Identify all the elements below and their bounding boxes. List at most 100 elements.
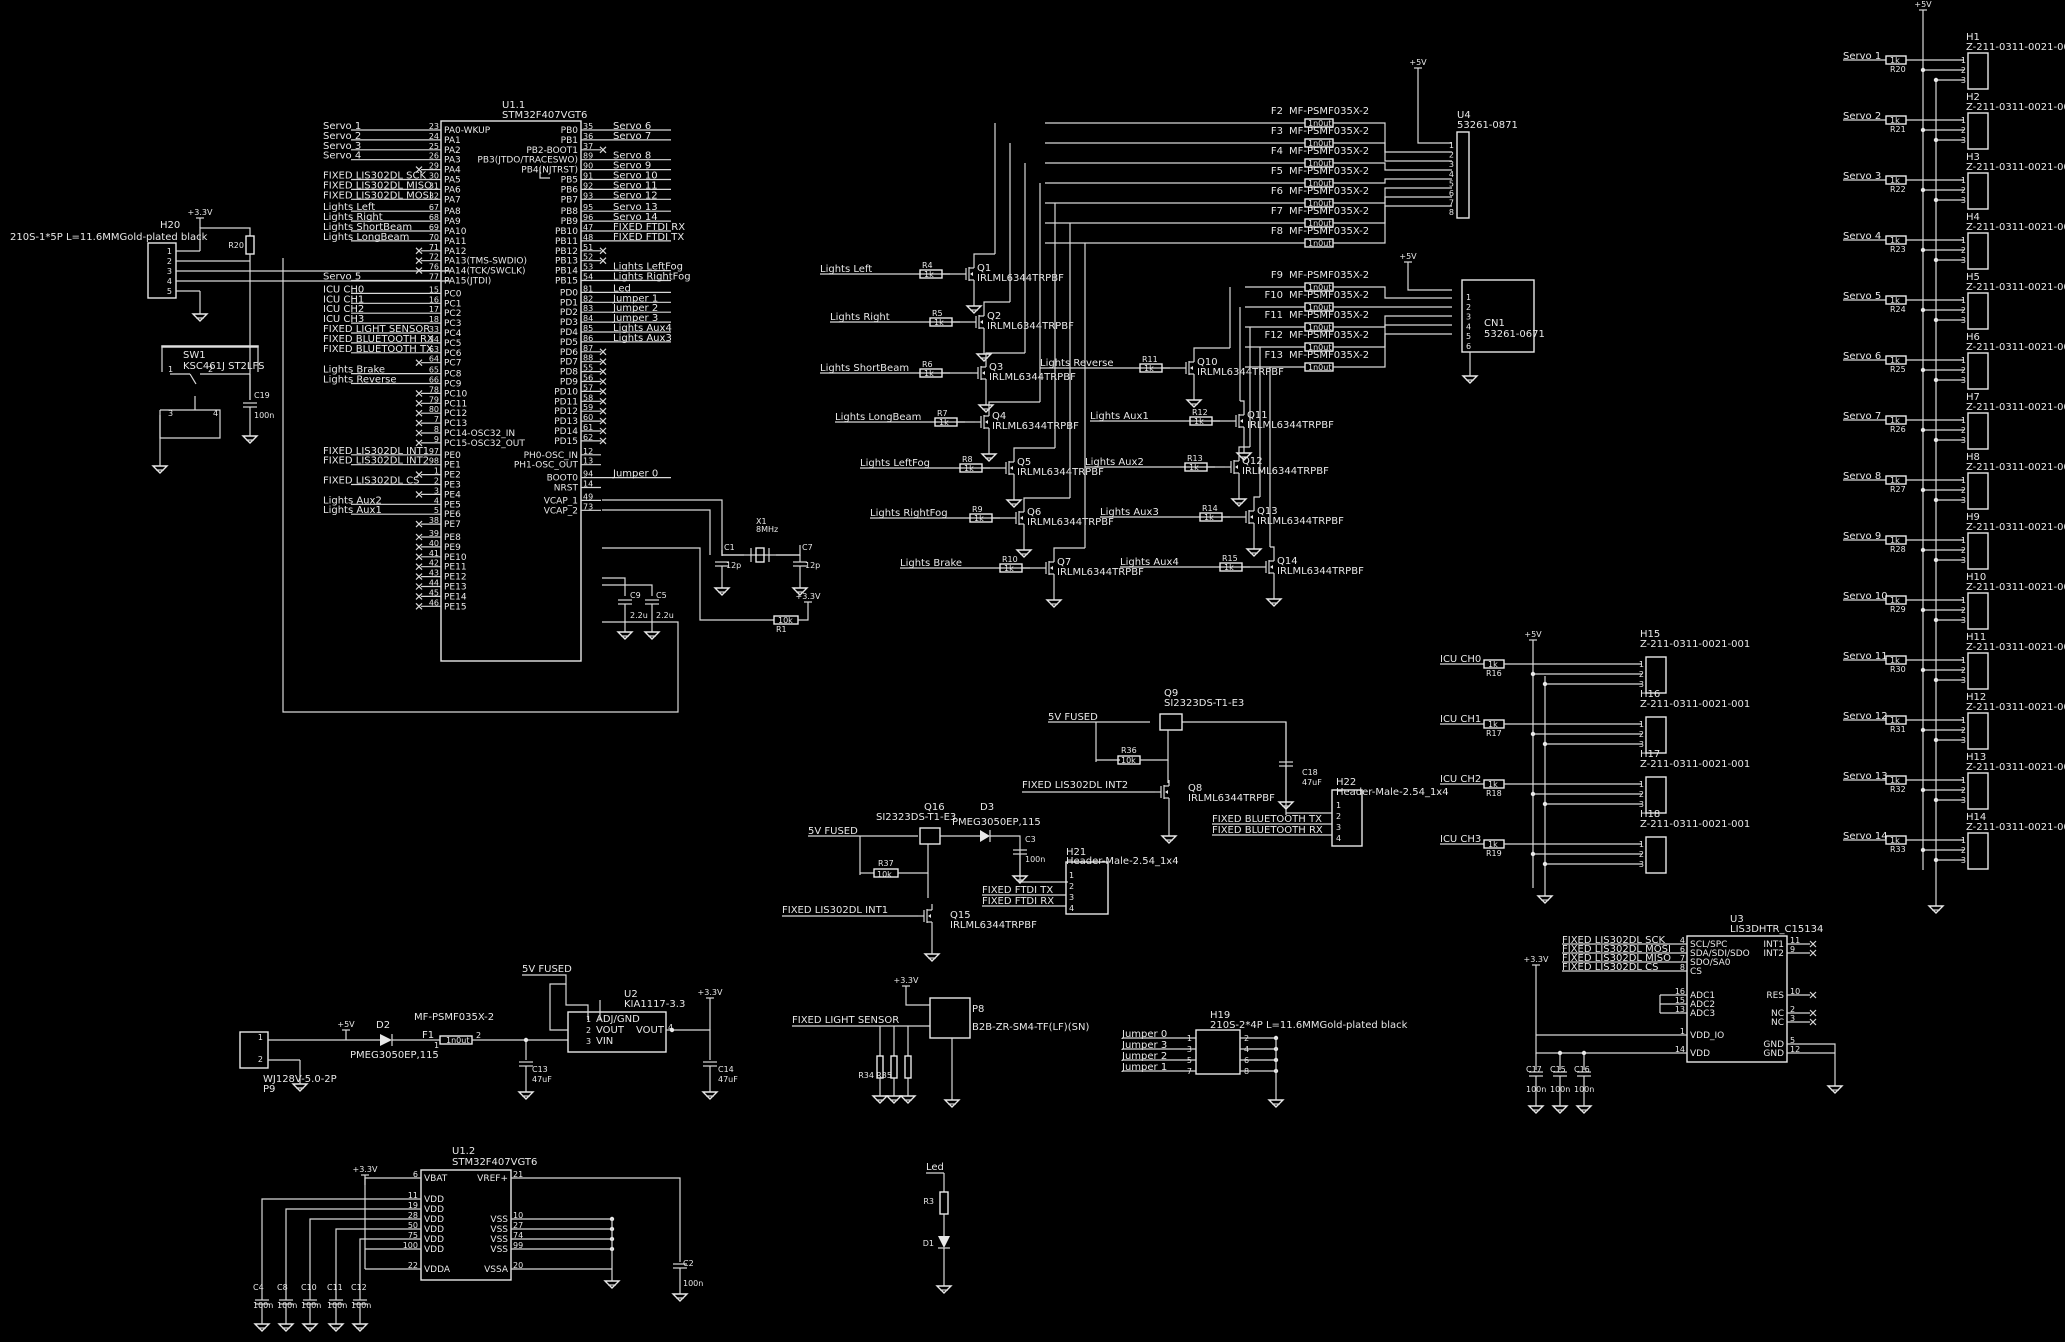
drain-wire bbox=[1053, 547, 1085, 556]
u12-pin-name: VBAT bbox=[424, 1174, 448, 1184]
h22-pin-number: 4 bbox=[1336, 834, 1341, 843]
junction-dot bbox=[1933, 497, 1939, 503]
u1-pin-number: 29 bbox=[429, 162, 439, 171]
servo-pin-number: 3 bbox=[1961, 796, 1966, 805]
gate-resistor-value: 1k bbox=[1189, 463, 1199, 472]
servo-resistor-value: 1k bbox=[1890, 356, 1900, 365]
u3-net-label: FIXED LIS302DL SCK bbox=[1562, 935, 1665, 946]
u1-pin-name: PE6 bbox=[444, 510, 461, 520]
u2-5v-label: 5V FUSED bbox=[522, 964, 572, 975]
u1-pin-number: 67 bbox=[429, 203, 439, 212]
u1-pin-number: 72 bbox=[429, 253, 439, 262]
u1-pin-name: PB12 bbox=[555, 247, 578, 257]
u1-pin-name: PE12 bbox=[444, 573, 467, 583]
u1-pin-name: PE0 bbox=[444, 451, 461, 461]
icu-resistor-value: 1k bbox=[1488, 840, 1498, 849]
net-label: Lights Reverse bbox=[323, 375, 397, 386]
u12-pin-number: 75 bbox=[408, 1231, 418, 1240]
fuse-value: MF-PSMF035X-2 bbox=[1289, 270, 1369, 281]
u1-pin-number: 26 bbox=[429, 152, 439, 161]
u1-pin-number: 84 bbox=[583, 314, 593, 323]
no-connect-icon bbox=[415, 583, 423, 590]
u12-pin-name: VSSA bbox=[484, 1265, 509, 1275]
junction-dot bbox=[1920, 547, 1926, 553]
servo-net-label: Servo 4 bbox=[1843, 231, 1881, 242]
u1-pin-number: 63 bbox=[429, 345, 439, 354]
u3-supply-label: +3.3V bbox=[1524, 955, 1549, 964]
h20-ref: H20 bbox=[160, 220, 180, 231]
u1-pin-number: 71 bbox=[429, 243, 439, 252]
servo-pin-number: 2 bbox=[1961, 126, 1966, 135]
u1-pin-name: PB6 bbox=[561, 185, 579, 195]
net-label: Servo 1 bbox=[323, 121, 361, 132]
u3-pin-name: SDA/SDI/SDO bbox=[1690, 949, 1750, 959]
servo-header-body bbox=[1967, 652, 1989, 690]
mosfet-value: IRLML6344TRPBF bbox=[1057, 567, 1144, 578]
u1-pin-name: PC11 bbox=[444, 399, 467, 409]
gate-resistor-ref: R6 bbox=[922, 360, 933, 369]
u12-pin-name: VDD bbox=[424, 1195, 444, 1205]
servo-header-value: Z-211-0311-0021-001 bbox=[1966, 762, 2065, 773]
fuse-out-wire bbox=[1333, 333, 1452, 368]
u1-pin-number: 68 bbox=[429, 213, 439, 222]
u3-pin-name: SCL/SPC bbox=[1690, 940, 1727, 950]
vcap-wire bbox=[602, 584, 653, 596]
u1-pin-name: PE5 bbox=[444, 500, 461, 510]
u1-pin-name: BOOT0 bbox=[547, 474, 579, 484]
u1-pin-number: 34 bbox=[429, 335, 439, 344]
no-connect-icon bbox=[415, 471, 423, 479]
q15-value: IRLML6344TRPBF bbox=[950, 920, 1037, 931]
u3-pin-name: ADC2 bbox=[1690, 1000, 1715, 1010]
c18-value: 47uF bbox=[1302, 778, 1322, 787]
u3-pin-number: 2 bbox=[1790, 1005, 1795, 1014]
u1-pin-name: PD1 bbox=[560, 298, 578, 308]
u1-pin-number: 91 bbox=[583, 172, 593, 181]
no-connect-icon bbox=[599, 368, 607, 376]
net-label: Servo 6 bbox=[613, 121, 651, 132]
u1-pin-name: PD14 bbox=[554, 427, 578, 437]
icu-pin-number: 1 bbox=[1639, 720, 1644, 729]
net-label: FIXED LIS302DL INT1 bbox=[323, 446, 429, 457]
junction-dot bbox=[1920, 487, 1926, 493]
servo-pin-number: 3 bbox=[1961, 736, 1966, 745]
u1-pin-name: PA2 bbox=[444, 146, 461, 156]
u1-pin-name: VCAP_1 bbox=[544, 496, 578, 506]
servo-net-label: Servo 7 bbox=[1843, 411, 1881, 422]
q9-ref: Q9 bbox=[1164, 688, 1178, 699]
fuse-ref: F12 bbox=[1265, 330, 1283, 341]
mosfet-ref: Q11 bbox=[1247, 410, 1268, 421]
u1-pin-number: 1 bbox=[434, 467, 439, 476]
fuse-ref: F4 bbox=[1271, 146, 1283, 157]
fuse-value: MF-PSMF035X-2 bbox=[1289, 146, 1369, 157]
u1-pin-name: PC9 bbox=[444, 380, 462, 390]
no-connect-icon bbox=[415, 563, 423, 571]
p8-ref: P8 bbox=[972, 1004, 984, 1015]
net-label: Servo 12 bbox=[613, 190, 658, 201]
u3-pin-number: 4 bbox=[1680, 936, 1685, 945]
servo-header-value: Z-211-0311-0021-001 bbox=[1966, 642, 2065, 653]
ftdi-tx-label: FIXED FTDI TX bbox=[982, 885, 1053, 896]
c19-ref: C19 bbox=[254, 391, 270, 400]
fuse-value: MF-PSMF035X-2 bbox=[1289, 290, 1369, 301]
net-label: Servo 2 bbox=[323, 131, 361, 142]
u1-pin-number: 3 bbox=[434, 486, 439, 495]
h20-pin-number: 3 bbox=[167, 267, 172, 276]
junction-dot bbox=[1542, 861, 1548, 867]
u1-pin-number: 95 bbox=[583, 203, 593, 212]
u12-pin-name: VDDA bbox=[424, 1265, 451, 1275]
gate-resistor-ref: R7 bbox=[937, 409, 948, 418]
r3-resistor bbox=[939, 1191, 949, 1215]
cn1-supply-label: +5V bbox=[1399, 252, 1417, 261]
u1-pin-name: PB15 bbox=[555, 277, 578, 287]
u1-pin-name: PD8 bbox=[560, 368, 578, 378]
servo-resistor-ref: R32 bbox=[1890, 785, 1906, 794]
u1-pin-name: PC14-OSC32_IN bbox=[444, 429, 515, 439]
c14-ref: C14 bbox=[718, 1065, 734, 1074]
servo-resistor-value: 1k bbox=[1890, 296, 1900, 305]
u12-pin-number: 28 bbox=[408, 1211, 418, 1220]
fuse-rating: 1n0ut bbox=[1308, 283, 1331, 292]
d2-diode-icon bbox=[380, 1034, 392, 1046]
junction-dot bbox=[1933, 617, 1939, 623]
